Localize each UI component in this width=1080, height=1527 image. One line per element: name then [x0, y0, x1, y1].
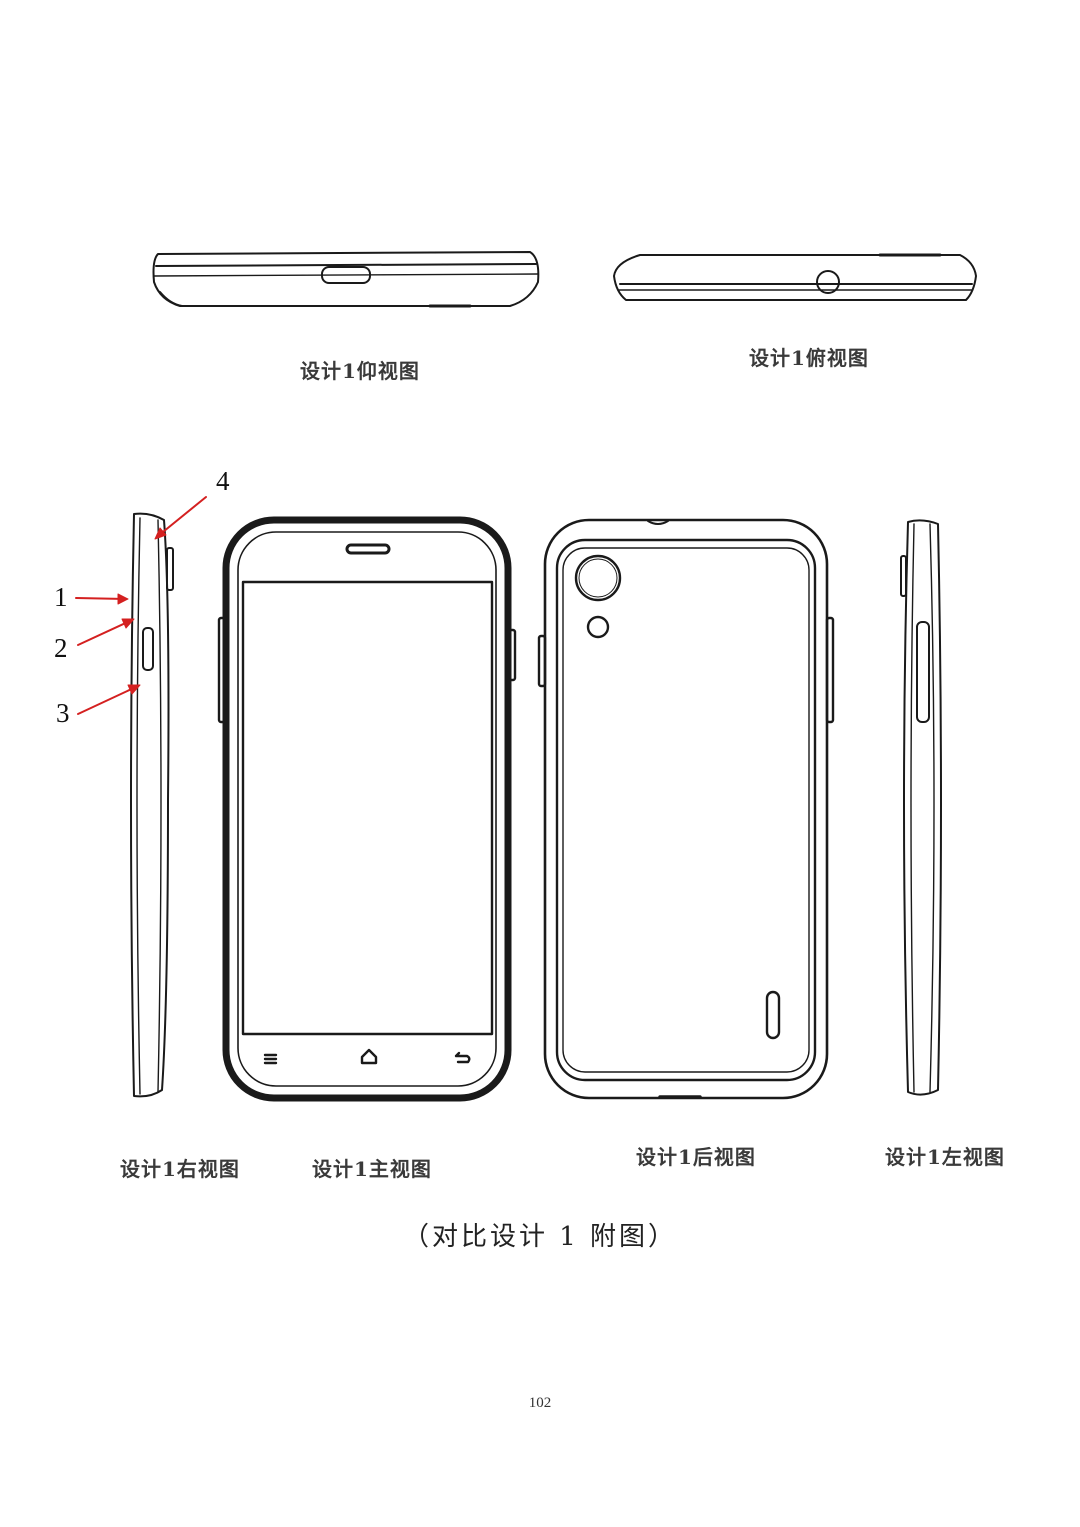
front-view-caption: 设计1主视图	[312, 1157, 432, 1181]
back-view-drawing	[537, 518, 835, 1100]
callout-arrow-3	[77, 684, 141, 715]
back-view-caption: 设计1后视图	[636, 1145, 756, 1169]
top-view-caption: 设计1俯视图	[749, 346, 869, 370]
back-icon	[454, 1051, 471, 1064]
speaker-grille	[765, 990, 781, 1040]
bottom-view-drawing	[152, 251, 540, 308]
callout-arrow-1	[75, 593, 129, 605]
top-view-drawing	[613, 253, 977, 301]
callout-label-4: 4	[216, 466, 230, 496]
left-side-view-drawing	[900, 519, 942, 1096]
callout-arrows	[75, 496, 207, 715]
callout-arrow-4	[154, 496, 207, 540]
camera-lens-icon	[574, 554, 622, 602]
front-view-drawing	[217, 516, 517, 1102]
right-side-view-drawing	[130, 512, 174, 1098]
left-view-caption: 设计1左视图	[885, 1145, 1005, 1169]
flash-icon	[586, 615, 610, 639]
bottom-view-caption: 设计1仰视图	[300, 359, 420, 383]
menu-icon	[263, 1053, 278, 1065]
home-icon	[360, 1048, 378, 1065]
right-view-caption: 设计1右视图	[120, 1157, 240, 1181]
page-number: 102	[528, 1395, 552, 1411]
figure-title: （对比设计 1 附图）	[402, 1222, 678, 1252]
callout-label-3: 3	[56, 698, 70, 728]
callout-arrow-2	[77, 618, 135, 646]
callout-label-2: 2	[54, 633, 68, 663]
callout-label-1: 1	[54, 582, 68, 612]
